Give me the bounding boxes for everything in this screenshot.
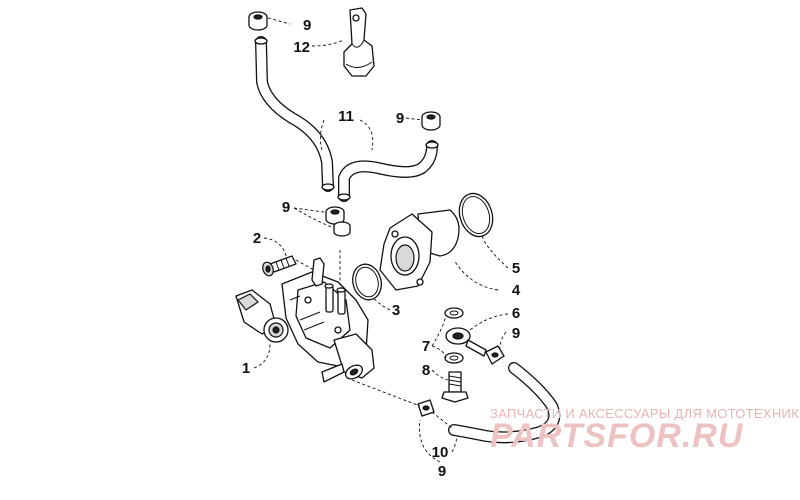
leader-lines — [253, 17, 509, 463]
washer-upper — [444, 307, 464, 319]
o-ring-large — [458, 192, 494, 238]
callout-3: 3 — [392, 302, 400, 319]
callout-12: 12 — [293, 39, 310, 56]
callout-6: 6 — [512, 305, 520, 322]
vent-hose-right — [337, 140, 439, 202]
oil-hose — [448, 362, 561, 444]
oil-pump-body — [235, 257, 375, 383]
hose-clamp-mid-left — [325, 206, 351, 237]
callout-11: 11 — [338, 108, 354, 125]
callout-2: 2 — [253, 230, 261, 247]
banjo-bolt — [441, 371, 469, 403]
callout-9-mid-right: 9 — [396, 110, 404, 127]
callout-9-bottom: 9 — [438, 463, 446, 480]
vent-hose-left — [254, 36, 335, 192]
callout-5: 5 — [512, 260, 520, 277]
pump-adapter-flange — [379, 209, 460, 291]
assembly-guide-lines — [295, 250, 453, 429]
hose-clamp-bottom — [417, 399, 435, 417]
hose-bracket — [343, 7, 375, 77]
mounting-screw — [262, 255, 297, 277]
callout-4: 4 — [512, 282, 521, 299]
callout-1: 1 — [242, 360, 250, 377]
o-ring-small — [352, 263, 382, 301]
banjo-fitting — [445, 327, 487, 357]
watermark-brand: PARTSFOR.RU — [490, 417, 744, 455]
callout-9-right: 9 — [512, 325, 520, 342]
callout-9-mid-left: 9 — [282, 199, 290, 216]
washer-lower — [444, 352, 464, 364]
callout-7: 7 — [422, 338, 430, 355]
callout-8: 8 — [422, 362, 430, 379]
watermark: ЗАПЧАСТИ И АКСЕССУАРЫ ДЛЯ МОТОТЕХНИКИ PA… — [490, 406, 800, 455]
callout-10: 10 — [432, 444, 449, 461]
hose-clamp-right — [485, 345, 505, 365]
hose-clamp-mid-right — [421, 111, 441, 131]
callout-9-top: 9 — [303, 17, 311, 34]
watermark-tagline: ЗАПЧАСТИ И АКСЕССУАРЫ ДЛЯ МОТОТЕХНИКИ — [490, 406, 800, 421]
hose-clamp-top — [248, 11, 268, 31]
